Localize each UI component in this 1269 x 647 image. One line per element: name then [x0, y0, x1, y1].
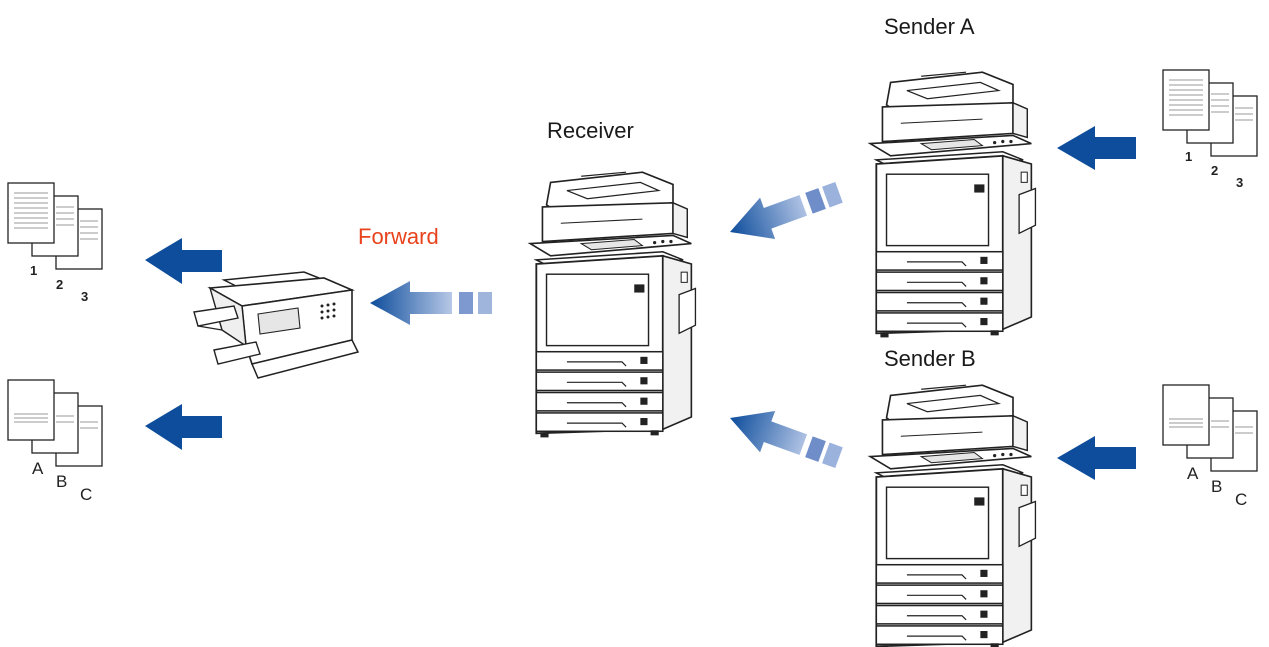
page-letter-c: C: [1235, 490, 1247, 509]
sender-a-to-receiver-arrow-icon: [730, 181, 843, 239]
arrow-left-icon: [145, 404, 222, 450]
page-letter-a: A: [32, 459, 44, 478]
page-letter-a: A: [1187, 464, 1199, 483]
sender-b-to-receiver-arrow-icon: [730, 411, 843, 469]
sender-b-printer-icon: [869, 384, 1037, 647]
forward-arrow-icon: [370, 281, 492, 325]
document-stack-icon: [1162, 384, 1258, 472]
page-letter-c: C: [80, 485, 92, 504]
page-number-1: 1: [1185, 149, 1192, 164]
page-letter-b: B: [1211, 477, 1222, 496]
sender-a-label: Sender A: [884, 14, 975, 39]
page-number-2: 2: [56, 277, 63, 292]
document-stack-icon: [7, 182, 103, 270]
page-number-3: 3: [1236, 175, 1243, 190]
forward-label: Forward: [358, 224, 439, 249]
document-stack-icon: [7, 379, 103, 467]
page-number-3: 3: [81, 289, 88, 304]
sender-b-label: Sender B: [884, 346, 976, 371]
page-number-2: 2: [1211, 163, 1218, 178]
receiver-printer-icon: [529, 171, 697, 439]
arrow-left-icon: [1057, 126, 1136, 170]
fax-machine-icon: [193, 271, 359, 379]
receiver-label: Receiver: [547, 118, 634, 143]
arrow-left-icon: [145, 238, 222, 284]
sender-a-printer-icon: [869, 71, 1037, 339]
arrow-left-icon: [1057, 436, 1136, 480]
document-stack-icon: [1162, 69, 1258, 157]
page-number-1: 1: [30, 263, 37, 278]
page-letter-b: B: [56, 472, 67, 491]
